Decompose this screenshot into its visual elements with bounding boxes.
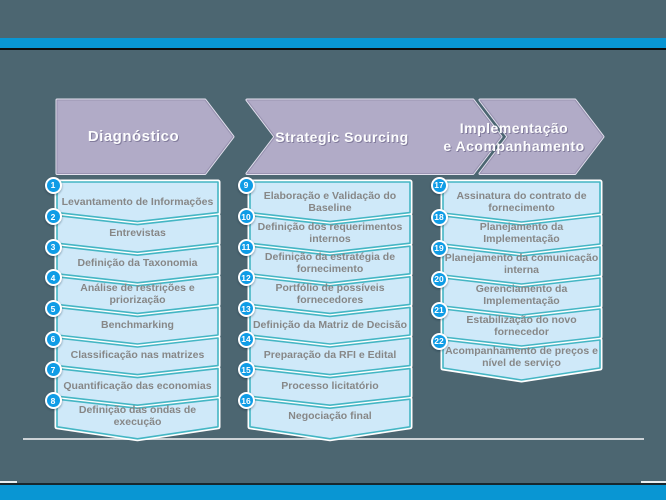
phase-arrow-implementacao-border bbox=[479, 99, 604, 175]
step-3-badge: 3 bbox=[44, 238, 62, 256]
step-20-badge: 20 bbox=[430, 270, 448, 288]
step-11-badge: 11 bbox=[237, 238, 255, 256]
step-20-label: Gerenciamento da Implementação bbox=[475, 283, 568, 307]
step-12-badge: 12 bbox=[237, 269, 255, 286]
top-accent-shadow-line bbox=[0, 48, 666, 50]
step-22-badge: 22 bbox=[430, 332, 448, 350]
step-7-label: Quantificação das economias bbox=[63, 379, 212, 392]
step-12-label: Portfólio de possíveis fornecedores bbox=[275, 281, 385, 306]
step-9-label: Elaboração e Validação do Baseline bbox=[263, 190, 397, 214]
bottom-accent-shadow-line bbox=[0, 483, 666, 485]
phase-title-strategic-sourcing: Strategic Sourcing bbox=[275, 128, 409, 145]
step-19-label: Planejamento da comunicação interna bbox=[444, 252, 599, 276]
bottom-accent-bar bbox=[0, 485, 666, 500]
step-15-label: Processo licitatório bbox=[281, 379, 379, 392]
step-6-label: Classificação nas matrizes bbox=[70, 349, 205, 361]
step-18-label: Planejamento da Implementação bbox=[479, 221, 564, 245]
step-13-badge: 13 bbox=[237, 300, 255, 317]
step-1-label: Levantamento de Informações bbox=[61, 196, 214, 208]
step-4-badge: 4 bbox=[44, 269, 62, 286]
phase-arrow-diagnostico-border bbox=[56, 99, 234, 175]
column3-banner-shapes bbox=[442, 181, 601, 381]
step-13-label: Definição da Matriz de Decisão bbox=[252, 318, 408, 331]
step-8-label: Definição das ondas de execução bbox=[78, 404, 197, 428]
step-21-label: Estabilização do novo fornecedor bbox=[466, 314, 577, 338]
step-8-badge: 8 bbox=[44, 392, 62, 409]
step-9-badge: 9 bbox=[237, 176, 255, 194]
step-5-badge: 5 bbox=[44, 300, 62, 317]
step-15-badge: 15 bbox=[237, 361, 255, 378]
phase-arrow-strategic-sourcing-border bbox=[246, 99, 502, 175]
step-6-badge: 6 bbox=[44, 330, 62, 348]
step-14-badge: 14 bbox=[237, 330, 255, 348]
step-2-label: Entrevistas bbox=[109, 226, 166, 239]
step-1-badge: 1 bbox=[44, 176, 62, 194]
column2-banner-shapes bbox=[249, 181, 411, 440]
step-21-badge: 21 bbox=[430, 301, 448, 319]
step-19-badge: 19 bbox=[430, 239, 448, 257]
step-5-label: Benchmarking bbox=[101, 318, 174, 331]
column1-banner-shapes bbox=[56, 181, 219, 440]
step-10-badge: 10 bbox=[237, 208, 255, 225]
step-16-badge: 16 bbox=[237, 392, 255, 409]
footer-white-dash-right bbox=[641, 481, 666, 483]
step-17-badge: 17 bbox=[430, 176, 448, 194]
phase-title-diagnostico: Diagnóstico bbox=[87, 127, 180, 145]
footer-white-dash-left bbox=[0, 481, 17, 483]
step-10-label: Definição dos requerimentos internos bbox=[257, 220, 403, 245]
phase-title-implementacao: Implementação e Acompanhamento bbox=[424, 100, 604, 173]
phase-title-implementacao-line2: e Acompanhamento bbox=[443, 137, 585, 154]
step-14-label: Preparação da RFI e Edital bbox=[263, 349, 397, 361]
step-4-label: Análise de restrições e priorização bbox=[80, 281, 195, 306]
step-17-label: Assinatura do contrato de fornecimento bbox=[456, 190, 587, 214]
top-accent-bar bbox=[0, 38, 666, 48]
step-11-label: Definição da estratégia de fornecimento bbox=[264, 251, 396, 275]
step-3-label: Definição da Taxonomia bbox=[77, 257, 198, 269]
phase-title-implementacao-line1: Implementação bbox=[459, 119, 569, 136]
step-2-badge: 2 bbox=[44, 208, 62, 225]
step-7-badge: 7 bbox=[44, 361, 62, 378]
step-22-label: Acompanhamento de preços e nível de serv… bbox=[445, 345, 598, 369]
step-16-label: Negociação final bbox=[288, 410, 372, 422]
step-18-badge: 18 bbox=[430, 208, 448, 226]
